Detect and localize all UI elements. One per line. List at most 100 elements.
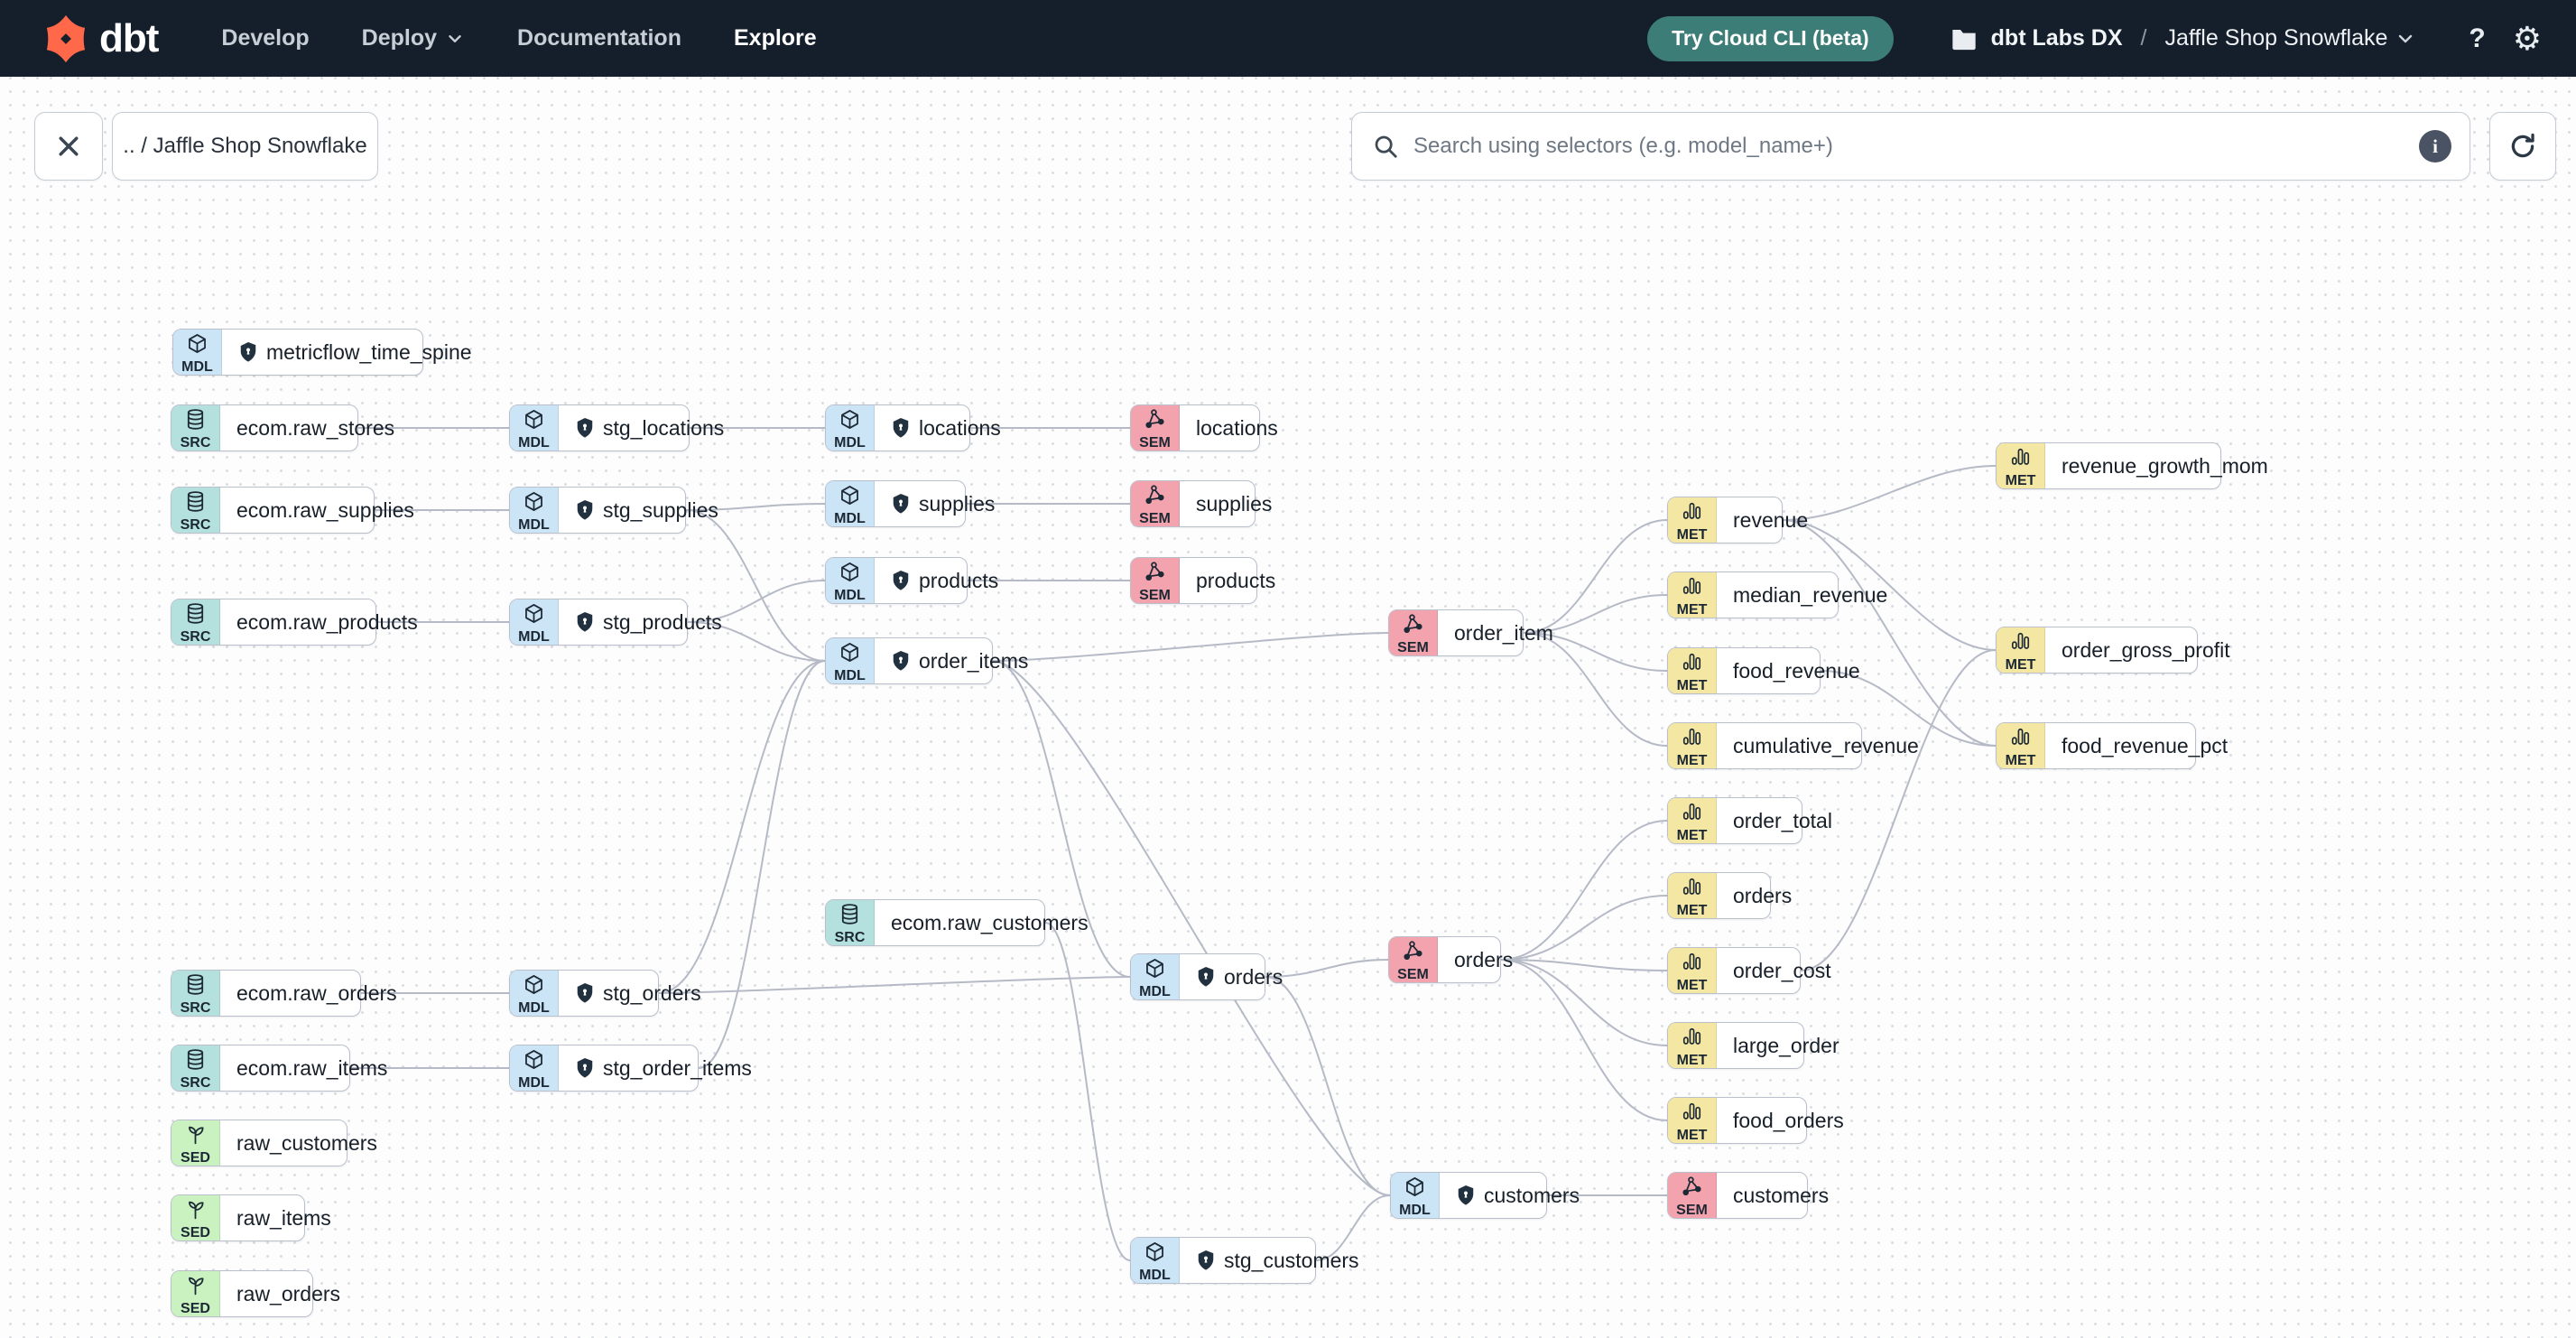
project-selector[interactable]: Jaffle Shop Snowflake <box>2164 25 2416 51</box>
node-label: food_revenue <box>1717 648 1876 693</box>
node-label: order_cost <box>1717 948 1848 993</box>
node-name: locations <box>919 415 1001 440</box>
node-label: cumulative_revenue <box>1717 723 1935 768</box>
node-type-label: MET <box>1676 1127 1708 1143</box>
node-type-badge: MET <box>1668 1098 1717 1143</box>
graph-node-src_orders[interactable]: SRC ecom.raw_orders <box>171 970 397 1017</box>
cube-icon <box>839 641 861 668</box>
node-type-label: MDL <box>518 1074 550 1091</box>
node-type-label: MDL <box>518 516 550 533</box>
node-name: ecom.raw_orders <box>236 980 397 1005</box>
refresh-button[interactable] <box>2489 112 2556 181</box>
node-label: stg_order_items <box>559 1045 768 1091</box>
gear-icon[interactable]: ⚙ <box>2512 19 2542 57</box>
node-label: median_revenue <box>1717 572 1904 618</box>
shield-icon <box>893 494 909 514</box>
node-label: raw_items <box>220 1195 347 1240</box>
node-type-label: SEM <box>1397 966 1429 982</box>
node-name: revenue <box>1733 507 1809 532</box>
breadcrumb[interactable]: .. / Jaffle Shop Snowflake <box>112 112 378 181</box>
semantic-graph-icon <box>1144 561 1166 588</box>
node-type-badge: MDL <box>510 599 559 645</box>
node-name: order_gross_profit <box>2062 637 2230 662</box>
node-type-label: SRC <box>180 1074 211 1091</box>
node-name: stg_orders <box>603 980 701 1005</box>
dbt-logo[interactable]: dbt <box>42 14 159 63</box>
try-cloud-cli-button[interactable]: Try Cloud CLI (beta) <box>1647 15 1894 61</box>
nav-item-label: Explore <box>733 25 817 51</box>
node-label: customers <box>1717 1173 1845 1218</box>
close-icon <box>59 136 79 156</box>
node-name: ecom.raw_customers <box>891 910 1089 934</box>
node-type-label: MET <box>1676 526 1708 543</box>
node-name: revenue_growth_mom <box>2062 453 2268 478</box>
node-type-badge: SRC <box>171 971 220 1016</box>
nav-item-develop[interactable]: Develop <box>221 25 309 51</box>
search-input[interactable] <box>1413 134 2405 159</box>
graph-node-met_orders[interactable]: MET orders <box>1667 872 1792 919</box>
nav-item-deploy[interactable]: Deploy <box>362 25 465 51</box>
cube-icon <box>523 973 545 1000</box>
node-type-badge: SEM <box>1131 405 1180 451</box>
database-icon <box>184 973 207 1000</box>
shield-icon <box>1458 1185 1474 1205</box>
database-icon <box>184 602 207 629</box>
cube-icon <box>1404 1175 1426 1203</box>
account-name[interactable]: dbt Labs DX <box>1990 25 2123 51</box>
cube-icon <box>523 490 545 517</box>
graph-node-met_revenue[interactable]: MET revenue <box>1667 497 1808 544</box>
info-icon[interactable]: i <box>2419 130 2451 163</box>
shield-icon <box>1198 1250 1214 1270</box>
node-name: orders <box>1733 883 1793 907</box>
node-type-label: MET <box>1676 601 1708 618</box>
nav-item-documentation[interactable]: Documentation <box>517 25 681 51</box>
nav-item-explore[interactable]: Explore <box>734 25 817 51</box>
navbar-right: Try Cloud CLI (beta) dbt Labs DX / Jaffl… <box>1647 15 2542 61</box>
bar-chart-icon <box>1681 801 1703 828</box>
node-type-label: MDL <box>834 587 866 603</box>
close-lineage-button[interactable] <box>34 112 103 181</box>
node-label: order_total <box>1717 798 1849 843</box>
node-type-badge: MET <box>1668 873 1717 918</box>
help-button[interactable]: ? <box>2469 23 2486 53</box>
cube-icon <box>1144 1240 1166 1268</box>
